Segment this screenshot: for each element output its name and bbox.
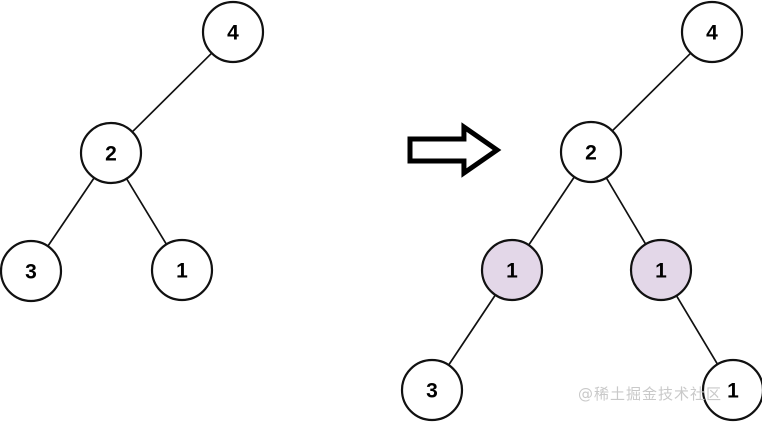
node-circle-L4[interactable] (201, 0, 265, 64)
node-circle-L2[interactable] (79, 121, 143, 185)
node-circle-L3[interactable] (0, 239, 63, 303)
watermark-text: @稀土掘金技术社区 (578, 385, 722, 403)
right-arrow-icon (407, 122, 502, 178)
tree-edge-R4-R2 (610, 51, 693, 133)
tree-edge-L2-L3 (46, 176, 96, 248)
tree-node-L1[interactable]: 1 (150, 238, 214, 302)
tree-edge-L4-L2 (130, 51, 214, 134)
node-circle-L1[interactable] (150, 238, 214, 302)
tree-node-R2[interactable]: 2 (559, 120, 623, 184)
tree-edge-L2-L1 (125, 176, 168, 247)
before-tree-edges (46, 51, 214, 248)
watermark: @稀土掘金技术社区 (578, 385, 722, 403)
node-circle-R1a[interactable] (480, 238, 544, 302)
tree-edge-R1b-R1c (675, 294, 719, 366)
transform-arrow (407, 122, 502, 178)
node-circle-R1c[interactable] (701, 358, 762, 422)
tree-node-R1b[interactable]: 1 (629, 238, 693, 302)
tree-edge-R1a-R3 (447, 293, 497, 367)
tree-node-L3[interactable]: 3 (0, 239, 63, 303)
node-circle-R3[interactable] (400, 358, 464, 422)
before-tree-nodes: 423 1 (0, 0, 265, 303)
tree-node-R3[interactable]: 3 (400, 358, 464, 422)
after-tree-edges (447, 51, 719, 367)
node-circle-R1b[interactable] (629, 238, 693, 302)
tree-node-R1a[interactable]: 1 (480, 238, 544, 302)
tree-node-L2[interactable]: 2 (79, 121, 143, 185)
tree-edge-R2-R1b (604, 176, 648, 246)
node-circle-R4[interactable] (680, 0, 744, 64)
node-circle-R2[interactable] (559, 120, 623, 184)
tree-edge-R2-R1a (527, 175, 576, 247)
tree-node-R4[interactable]: 4 (680, 0, 744, 64)
tree-node-L4[interactable]: 4 (201, 0, 265, 64)
